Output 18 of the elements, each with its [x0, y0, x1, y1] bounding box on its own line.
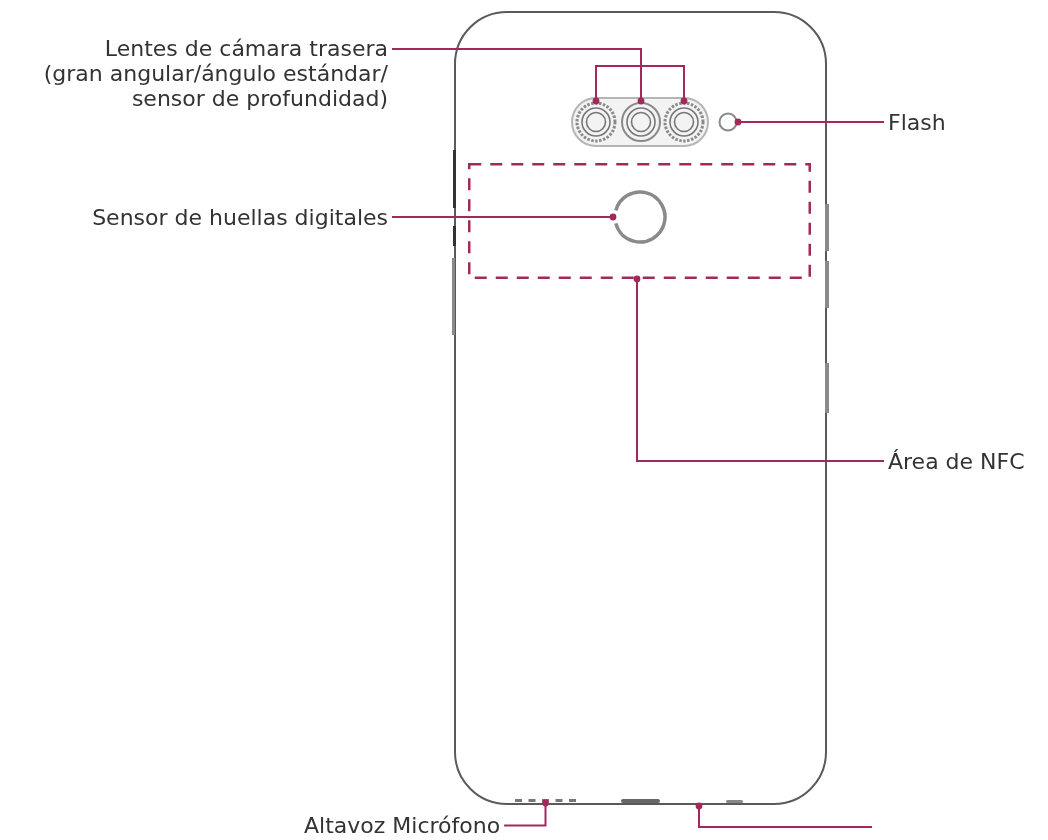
nfc-area-outline	[468, 163, 811, 279]
callout-label: Flash	[884, 109, 950, 135]
leader-line	[503, 799, 549, 827]
leader-line	[391, 213, 617, 221]
leader-line	[633, 275, 885, 462]
speaker-grille-icon	[515, 798, 576, 803]
leader-line	[734, 118, 885, 126]
callout-label: Lentes de cámara trasera (gran angular/ángulo estándar/ sensor de profundidad)	[39, 36, 392, 111]
phone-back-drawing	[449, 10, 832, 806]
leader-line	[695, 802, 873, 828]
camera-lens-icon	[663, 101, 705, 143]
camera-lens-icon	[575, 101, 617, 143]
camera-flash-icon	[718, 112, 738, 132]
callout-label: Altavoz Micrófono	[300, 813, 505, 838]
callout-label: Sensor de huellas digitales	[88, 204, 392, 230]
camera-lens-icon	[620, 101, 662, 143]
fingerprint-sensor-icon	[613, 190, 667, 244]
callout-label: Área de NFC	[884, 448, 1029, 474]
